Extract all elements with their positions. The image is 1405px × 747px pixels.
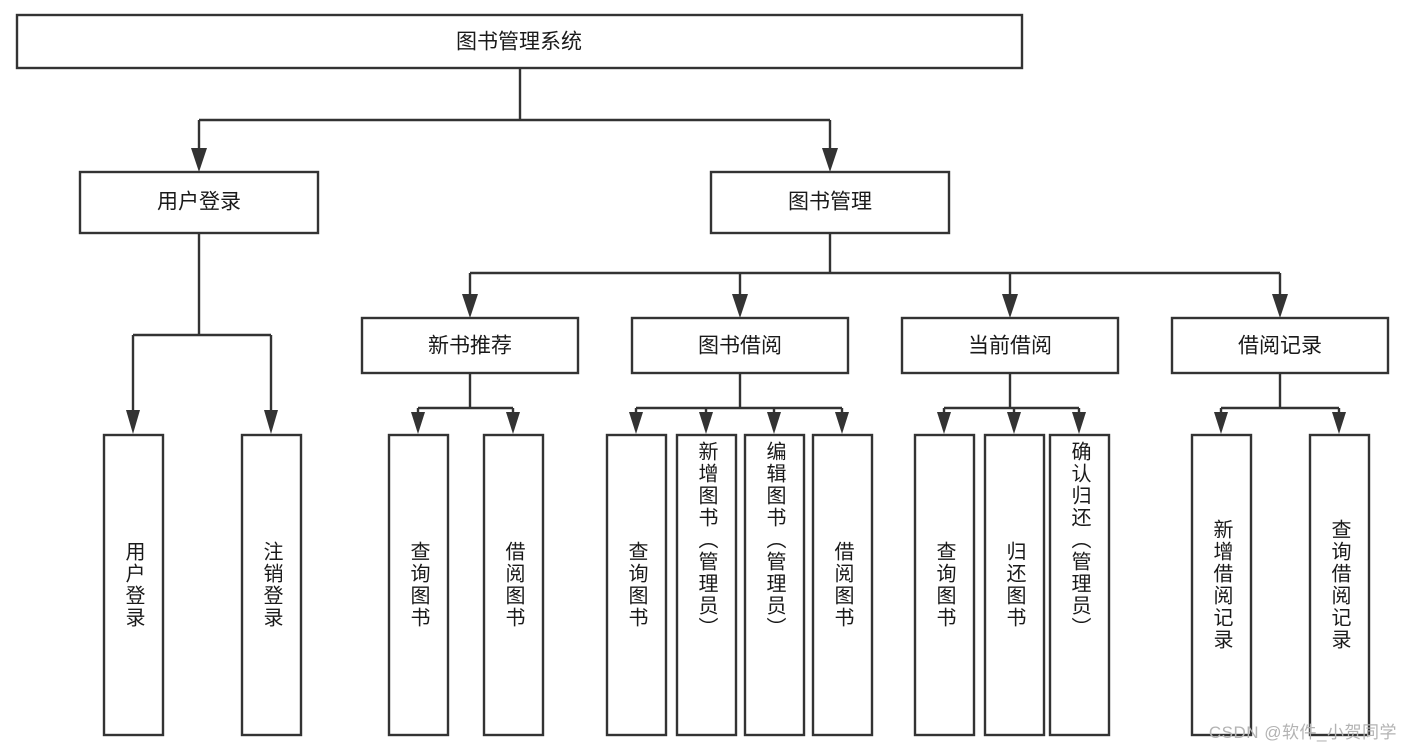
node-box-leaf-add-book[interactable] (675, 433, 738, 737)
node-box-borrow-record[interactable] (1170, 316, 1390, 375)
node-label-user-login: 用户登录 (157, 191, 241, 214)
node-box-leaf-query-book-1[interactable] (387, 433, 450, 737)
arrow-leaf-query-borrow-record (1332, 412, 1346, 434)
node-label-current-borrow: 当前借阅 (968, 335, 1052, 358)
node-box-new-book-recommend[interactable] (360, 316, 580, 375)
arrow-leaf-borrow-book-2 (835, 412, 849, 434)
node-box-leaf-edit-book[interactable] (743, 433, 806, 737)
arrow-to-new-book-recommend (462, 294, 478, 318)
node-box-root[interactable] (15, 13, 1024, 70)
arrow-leaf-query-book-3 (937, 412, 951, 434)
node-box-leaf-user-login[interactable] (102, 433, 165, 737)
arrow-to-book-borrow (732, 294, 748, 318)
arrow-to-user-login (191, 148, 207, 172)
node-label-book-manage: 图书管理 (788, 191, 872, 214)
node-box-leaf-user-logout[interactable] (240, 433, 303, 737)
node-box-user-login[interactable] (78, 170, 320, 235)
connector-group (126, 68, 1346, 434)
node-box-current-borrow[interactable] (900, 316, 1120, 375)
arrow-leaf-add-borrow-record (1214, 412, 1228, 434)
arrow-leaf-return-book (1007, 412, 1021, 434)
arrow-to-book-manage (822, 148, 838, 172)
arrow-leaf-borrow-book-1 (506, 412, 520, 434)
node-label-book-borrow: 图书借阅 (698, 335, 782, 358)
node-box-book-borrow[interactable] (630, 316, 850, 375)
node-box-book-manage[interactable] (709, 170, 951, 235)
arrow-leaf-query-book-2 (629, 412, 643, 434)
arrow-leaf-edit-book (767, 412, 781, 434)
node-box-leaf-borrow-book-1[interactable] (482, 433, 545, 737)
node-box-leaf-query-borrow-record[interactable] (1308, 433, 1371, 737)
arrow-leaf-add-book (699, 412, 713, 434)
node-group: 图书管理系统 用户登录 图书管理 新书推荐 图书借阅 当前借阅 借阅记录 (15, 13, 1390, 737)
node-label-root: 图书管理系统 (456, 31, 582, 54)
node-box-leaf-query-book-2[interactable] (605, 433, 668, 737)
arrow-to-borrow-record (1272, 294, 1288, 318)
arrow-leaf-query-book-1 (411, 412, 425, 434)
node-label-borrow-record: 借阅记录 (1238, 335, 1322, 358)
arrow-leaf-user-logout (264, 410, 278, 434)
node-box-leaf-add-borrow-record[interactable] (1190, 433, 1253, 737)
node-box-leaf-borrow-book-2[interactable] (811, 433, 874, 737)
node-label-new-book-recommend: 新书推荐 (428, 335, 512, 358)
node-box-leaf-return-book[interactable] (983, 433, 1046, 737)
node-box-leaf-query-book-3[interactable] (913, 433, 976, 737)
arrow-leaf-user-login (126, 410, 140, 434)
arrow-to-current-borrow (1002, 294, 1018, 318)
node-box-leaf-confirm-return[interactable] (1048, 433, 1111, 737)
arrow-leaf-confirm-return (1072, 412, 1086, 434)
